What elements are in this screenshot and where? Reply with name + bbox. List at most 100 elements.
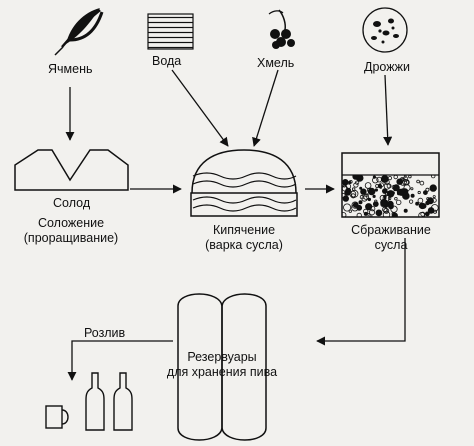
foam-bubble: [408, 199, 414, 204]
foam-bubble: [383, 208, 389, 214]
label-storage-tanks: Резервуары для хранения пива: [166, 350, 278, 380]
foam-bubble: [372, 201, 379, 208]
foam-bubble: [352, 175, 359, 180]
foam-bubble: [353, 182, 359, 188]
foam-bubble: [430, 204, 439, 212]
foam-bubble: [408, 175, 412, 179]
label-fermentation-line2: сусла: [374, 238, 408, 252]
foam-bubble: [432, 198, 437, 203]
foam-bubble: [365, 193, 369, 197]
foam-bubble: [376, 176, 382, 183]
foam-bubble: [403, 175, 407, 178]
foam-bubble: [354, 180, 360, 185]
label-boiling: Кипячение (варка сусла): [184, 223, 304, 253]
foam-bubble: [422, 190, 428, 196]
label-fermentation: Сбраживание сусла: [336, 223, 446, 253]
foam-bubble: [391, 212, 398, 217]
foam-bubble: [431, 175, 436, 179]
foam-bubble: [385, 191, 391, 197]
foam-bubble: [384, 179, 390, 185]
foam-bubble: [419, 180, 425, 186]
foam-bubble: [392, 184, 400, 192]
malt-house-icon: [14, 149, 129, 191]
foam-bubble: [388, 203, 394, 210]
foam-bubble: [342, 195, 349, 202]
foam-bubble: [368, 209, 375, 216]
foam-bubble: [383, 182, 391, 190]
foam-bubble: [375, 183, 380, 188]
foam-bubble: [367, 187, 376, 196]
foam-bubble: [356, 204, 363, 211]
foam-bubble: [365, 203, 373, 211]
foam-bubble: [399, 188, 407, 196]
foam-bubble: [399, 178, 407, 186]
mug-icon: [45, 405, 69, 429]
foam-bubble: [403, 208, 408, 213]
foam-bubble: [358, 200, 363, 205]
hops-icon: [268, 9, 295, 49]
foam-bubble: [391, 212, 395, 216]
boiling-kettle-icon: [190, 149, 298, 217]
label-tanks-line2: для хранения пива: [166, 365, 278, 379]
foam-bubble: [369, 214, 373, 217]
foam-bubble: [424, 211, 430, 217]
foam-bubble: [383, 196, 387, 200]
foam-bubble: [380, 200, 388, 208]
label-bottling: Розлив: [84, 326, 126, 340]
foam-bubble: [417, 190, 421, 195]
foam-bubble: [352, 187, 356, 191]
foam-bubble: [370, 206, 376, 212]
barley-icon: [54, 8, 104, 56]
foam-bubble: [348, 209, 352, 213]
label-tanks-line1: Резервуары: [187, 350, 257, 364]
label-malting: Соложение (проращивание): [12, 216, 130, 246]
bottle-icon: [85, 372, 133, 431]
label-fermentation-line1: Сбраживание: [351, 223, 431, 237]
foam-bubble: [375, 209, 383, 217]
label-yeast: Дрожжи: [364, 60, 410, 74]
foam-bubble: [360, 188, 367, 195]
label-malting-line1: Соложение: [37, 216, 105, 230]
foam-bubble: [425, 200, 430, 206]
foam-bubble: [372, 194, 376, 198]
foam-bubble: [363, 211, 368, 216]
foam-bubble: [432, 195, 436, 199]
foam-bubble: [374, 188, 378, 192]
foam-bubble: [420, 211, 426, 217]
foam-bubble: [367, 197, 371, 202]
yeast-icon: [362, 7, 408, 53]
label-malt: Солод: [53, 196, 91, 210]
water-icon: [147, 13, 194, 50]
foam-bubble: [403, 184, 411, 192]
foam-bubble: [372, 176, 379, 184]
foam-bubble: [432, 209, 437, 214]
foam-bubble: [364, 182, 372, 189]
foam-bubble: [419, 202, 426, 210]
fermentation-tank-icon: [341, 152, 440, 218]
foam-bubble: [416, 179, 420, 184]
foam-bubble: [410, 193, 415, 198]
foam-bubble: [417, 197, 424, 204]
foam-bubble: [342, 212, 347, 217]
foam-bubble: [356, 212, 362, 217]
foam-bubble: [415, 201, 420, 206]
foam-bubble: [382, 211, 391, 217]
label-boiling-line2: (варка сусла): [205, 238, 283, 252]
foam-bubble: [359, 186, 363, 190]
label-hops: Хмель: [257, 56, 295, 70]
storage-tanks-icon: [177, 293, 267, 441]
foam-bubble: [345, 183, 352, 189]
foam-bubble: [342, 184, 346, 188]
label-water: Вода: [152, 54, 182, 68]
foam-bubble: [393, 175, 398, 180]
foam-bubble: [377, 183, 383, 189]
foam-bubble: [343, 203, 352, 212]
foam-bubble: [348, 180, 352, 185]
foam-bubble: [361, 195, 368, 202]
foam-bubble: [410, 187, 414, 191]
label-malting-line2: (проращивание): [23, 231, 119, 245]
label-boiling-line1: Кипячение: [212, 223, 276, 237]
foam-bubble: [396, 199, 402, 206]
label-barley: Ячмень: [48, 62, 93, 76]
